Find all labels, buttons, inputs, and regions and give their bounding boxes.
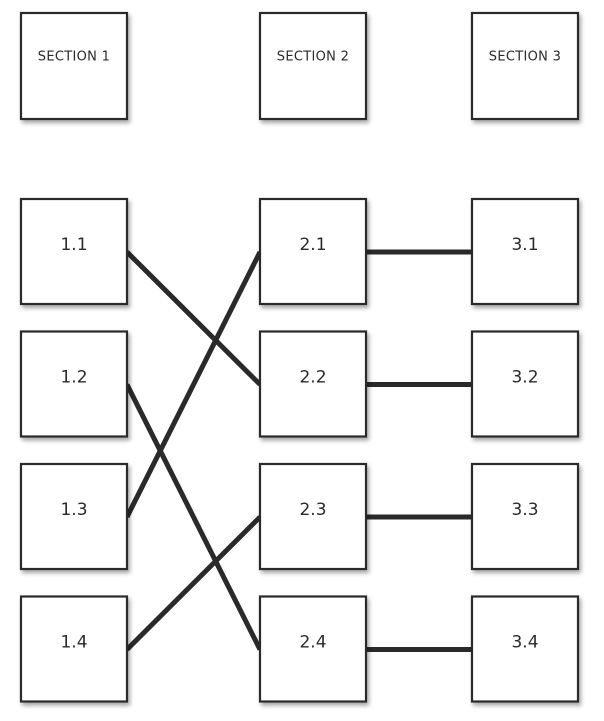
node-box [470,595,580,703]
node-box [258,197,368,306]
node-box [19,330,129,438]
node-3-4: 3.4 [470,595,580,703]
node-label: 1.4 [60,633,87,653]
section-header-label: SECTION 1 [38,50,110,65]
node-box [19,595,129,703]
node-label: 1.1 [60,235,87,255]
section-header-box [470,11,580,121]
node-1-3: 1.3 [19,462,129,571]
node-2-2: 2.2 [258,330,368,438]
node-3-1: 3.1 [470,197,580,306]
node-box [470,197,580,306]
section-header-box [19,11,129,121]
node-box [258,330,368,438]
node-label: 3.4 [511,633,538,653]
node-label: 2.3 [299,500,326,520]
connectors-layer [124,249,472,652]
node-box [470,330,580,438]
node-box [470,462,580,571]
node-label: 3.1 [511,235,538,255]
section-header-3: SECTION 3 [470,11,580,121]
node-2-3: 2.3 [258,462,368,571]
connector-1-4-to-2-3 [125,515,262,652]
section-header-label: SECTION 2 [277,50,349,65]
section-header-2: SECTION 2 [258,11,368,121]
node-2-1: 2.1 [258,197,368,306]
node-box [19,462,129,571]
connector-1-3-to-2-1 [124,250,263,519]
node-label: 2.2 [299,368,326,388]
node-box [258,595,368,703]
node-label: 3.3 [511,500,538,520]
node-1-4: 1.4 [19,595,129,703]
section-header-box [258,11,368,121]
node-3-3: 3.3 [470,462,580,571]
section-headers: SECTION 1 SECTION 2 SECTION 3 [19,11,580,121]
node-label: 1.2 [60,368,87,388]
section-header-label: SECTION 3 [489,50,561,65]
node-box [258,462,368,571]
connector-1-2-to-2-4 [124,383,263,651]
node-label: 2.4 [299,633,326,653]
node-3-2: 3.2 [470,330,580,438]
node-label: 1.3 [60,500,87,520]
section-nodes: 1.1 1.2 1.3 1.4 2.1 2.2 2.3 2.4 3.1 3.2 3.3 3.4 [19,197,580,703]
connector-1-1-to-2-2 [125,250,262,387]
section-header-1: SECTION 1 [19,11,129,121]
node-2-4: 2.4 [258,595,368,703]
node-1-1: 1.1 [19,197,129,306]
node-label: 2.1 [299,235,326,255]
node-label: 3.2 [511,368,538,388]
node-1-2: 1.2 [19,330,129,438]
node-box [19,197,129,306]
